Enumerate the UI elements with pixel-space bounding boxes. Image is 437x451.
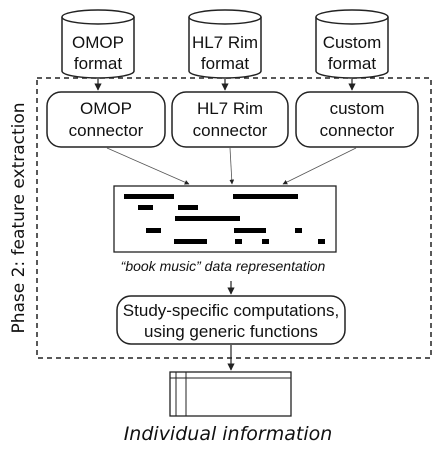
source-custom-line2: format [328, 54, 376, 73]
computation-line2: using generic functions [144, 322, 318, 341]
book-music-bar [262, 239, 269, 244]
connector-omop-line1: OMOP [80, 99, 132, 118]
source-hl7-line1: HL7 Rim [192, 33, 258, 52]
book-music-bar [174, 239, 207, 244]
connector-hl7-line1: HL7 Rim [197, 99, 263, 118]
arrow-hl7-connector-to-book-music [229, 147, 235, 185]
book-music-bar [233, 194, 298, 199]
book-music-bar [295, 228, 302, 233]
source-omop-line2: format [74, 54, 122, 73]
book-music-bar [235, 239, 242, 244]
book-music-bar [124, 194, 174, 199]
book-music-bar [234, 228, 266, 233]
source-hl7-rim-database: HL7 Rim format [188, 9, 262, 79]
computation-line1: Study-specific computations, [123, 301, 339, 320]
connector-hl7-rim: HL7 Rim connector [171, 91, 289, 148]
source-hl7-line2: format [201, 54, 249, 73]
book-music-bar [178, 205, 198, 210]
source-omop-database: OMOP format [61, 9, 135, 79]
source-omop-line1: OMOP [72, 33, 124, 52]
source-custom-line1: Custom [323, 33, 382, 52]
arrow-omop-connector-to-book-music [106, 147, 190, 185]
book-music-bar [175, 216, 240, 221]
book-music-representation [113, 185, 337, 253]
phase-2-label: Phase 2: feature extraction [9, 102, 29, 333]
connector-custom-line2: connector [320, 121, 395, 140]
source-custom-database: Custom format [315, 9, 389, 79]
book-music-bar [318, 239, 325, 244]
book-music-bar [146, 228, 161, 233]
connector-omop-line2: connector [69, 121, 144, 140]
connector-hl7-line2: connector [193, 121, 268, 140]
connector-omop: OMOP connector [46, 91, 166, 148]
book-music-bar [138, 205, 153, 210]
connector-custom-line1: custom [330, 99, 385, 118]
arrow-custom-connector-to-book-music [282, 147, 357, 185]
connector-custom: custom connector [295, 91, 419, 148]
phase-2-frame [36, 77, 432, 359]
output-caption: Individual information [124, 423, 333, 445]
output-table [169, 371, 292, 417]
computation-box: Study-specific computations, using gener… [116, 295, 346, 345]
book-music-caption: “book music” data representation [121, 258, 326, 274]
